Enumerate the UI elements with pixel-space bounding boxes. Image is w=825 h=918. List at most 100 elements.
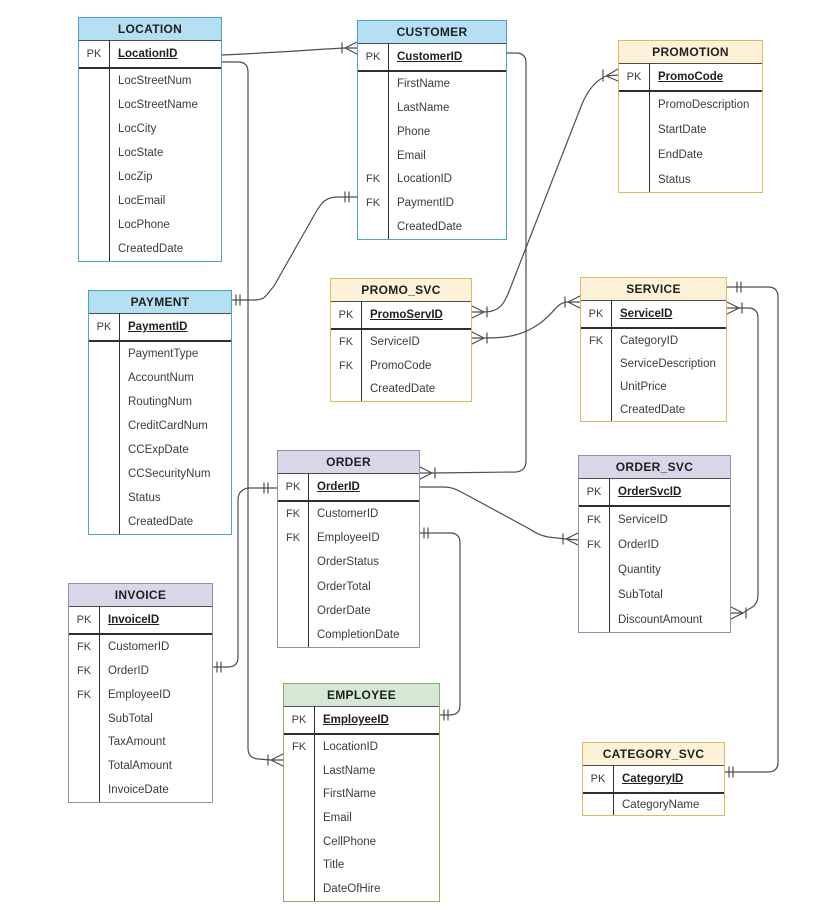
- field-row: DiscountAmount: [579, 607, 730, 632]
- key-column-separator: [613, 765, 614, 815]
- key-label: FK: [588, 334, 604, 347]
- field-name: PromoDescription: [658, 98, 750, 111]
- field-name: CreditCardNum: [128, 420, 208, 432]
- field-row: LocState: [79, 141, 221, 165]
- field-name: PaymentID: [397, 197, 454, 210]
- field-name: LocState: [118, 147, 164, 159]
- field-row: CreatedDate: [581, 398, 726, 421]
- field-name: OrderTotal: [317, 580, 371, 593]
- key-label: PK: [291, 714, 307, 726]
- field-row: LocZip: [79, 165, 221, 189]
- key-label: PK: [365, 51, 381, 63]
- entity-title: CUSTOMER: [358, 21, 506, 44]
- field-name: TotalAmount: [108, 760, 172, 773]
- field-name: CategoryID: [620, 334, 679, 347]
- field-row: Status: [89, 486, 231, 510]
- field-row: StartDate: [619, 117, 762, 142]
- field-name: CategoryName: [622, 798, 700, 811]
- field-row: CCExpDate: [89, 438, 231, 462]
- field-row: PK CustomerID: [358, 44, 506, 72]
- field-name: LocationID: [397, 173, 452, 186]
- entity-title: SERVICE: [581, 278, 726, 301]
- field-name: CreatedDate: [128, 516, 194, 528]
- field-row: RoutingNum: [89, 390, 231, 414]
- entity-title: EMPLOYEE: [284, 684, 439, 707]
- field-name: FirstName: [323, 788, 377, 801]
- field-row: TotalAmount: [69, 754, 212, 778]
- key-column-separator: [609, 478, 610, 632]
- field-name: PromoCode: [370, 359, 432, 372]
- field-row: CreditCardNum: [89, 414, 231, 438]
- key-label: PK: [285, 481, 301, 493]
- key-label: PK: [626, 71, 642, 83]
- field-row: LocPhone: [79, 213, 221, 237]
- field-row: CompletionDate: [278, 623, 419, 647]
- field-row: SubTotal: [69, 707, 212, 731]
- field-name: FirstName: [397, 77, 451, 90]
- field-name: LocZip: [118, 171, 153, 183]
- field-name: CreatedDate: [620, 403, 686, 416]
- connector-order-ordersvc: [419, 486, 579, 546]
- key-label: FK: [365, 197, 381, 210]
- field-row: DateOfHire: [284, 877, 439, 901]
- field-row: Quantity: [579, 557, 730, 582]
- field-name: LocPhone: [118, 219, 170, 231]
- key-label: PK: [338, 309, 354, 321]
- key-label: FK: [76, 640, 92, 653]
- field-name: CustomerID: [397, 51, 463, 63]
- field-name: EndDate: [658, 148, 703, 161]
- field-row: CCSecurityNum: [89, 462, 231, 486]
- field-row: LocStreetName: [79, 93, 221, 117]
- field-row: FK PaymentID: [358, 191, 506, 215]
- field-name: StartDate: [658, 123, 707, 136]
- field-name: CreatedDate: [118, 243, 184, 255]
- key-column-separator: [649, 63, 650, 192]
- field-name: ServiceID: [620, 308, 673, 320]
- key-column-separator: [109, 40, 110, 261]
- field-name: OrderID: [108, 664, 149, 677]
- field-name: EmployeeID: [317, 532, 380, 545]
- field-row: LastName: [358, 96, 506, 120]
- field-name: OrderSvcID: [618, 486, 682, 498]
- field-row: PromoDescription: [619, 92, 762, 117]
- key-label: PK: [76, 614, 92, 626]
- field-name: EmployeeID: [108, 688, 171, 701]
- field-name: CreatedDate: [397, 221, 463, 234]
- field-name: ServiceDescription: [620, 357, 716, 370]
- field-name: CellPhone: [323, 835, 377, 848]
- entity-title: CATEGORY_SVC: [583, 743, 724, 766]
- key-column-separator: [361, 301, 362, 401]
- field-name: CompletionDate: [317, 628, 400, 641]
- field-name: Status: [128, 492, 161, 504]
- field-row: PaymentType: [89, 342, 231, 366]
- field-name: ServiceID: [618, 513, 668, 526]
- field-row: LocStreetNum: [79, 69, 221, 93]
- field-name: InvoiceDate: [108, 784, 169, 797]
- key-label: FK: [586, 538, 602, 551]
- key-label: PK: [86, 48, 102, 60]
- field-row: AccountNum: [89, 366, 231, 390]
- key-column-separator: [119, 313, 120, 534]
- field-row: OrderTotal: [278, 575, 419, 599]
- key-label: PK: [590, 773, 606, 785]
- field-row: UnitPrice: [581, 375, 726, 398]
- field-name: OrderID: [317, 481, 360, 493]
